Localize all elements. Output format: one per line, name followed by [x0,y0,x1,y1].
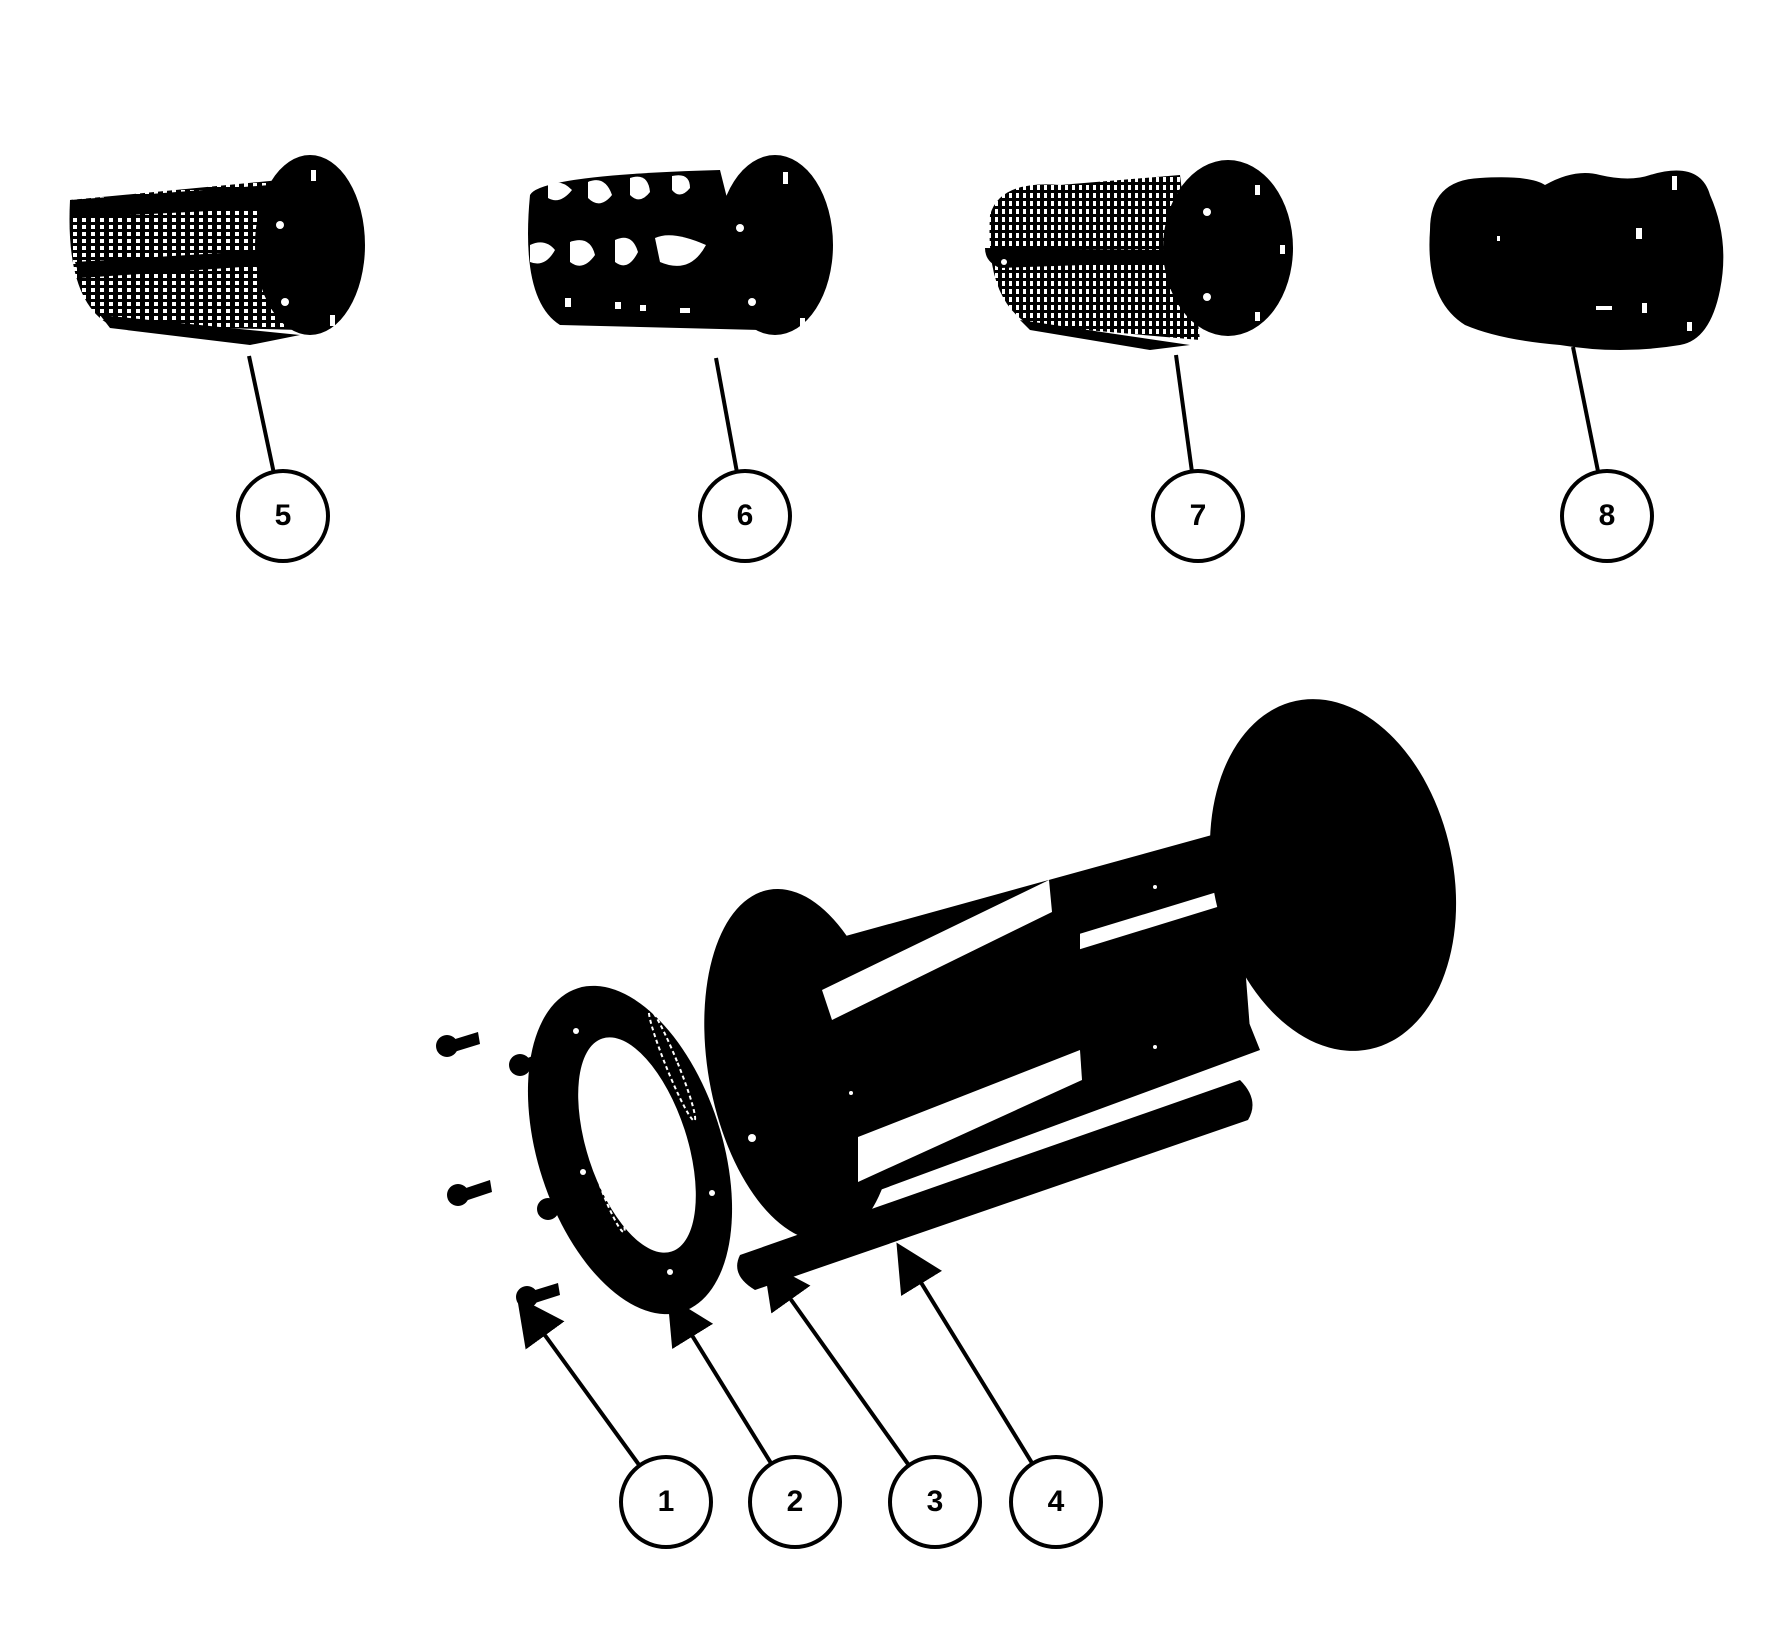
part-7-cylinder-screen [985,160,1293,350]
callout-circle-3 [888,1455,982,1549]
callout-circle-1 [619,1455,713,1549]
callout-circle-6 [698,469,792,563]
screw-icon [509,1050,550,1076]
part-4-cage-body [704,699,1457,1242]
callout-number-3: 3 [926,1485,944,1518]
callout-number-1: 1 [657,1485,675,1518]
callout-number-8: 8 [1598,499,1616,532]
callout-circle-8 [1560,469,1654,563]
screw-icon [436,1032,480,1057]
part-8-cylinder-solid [1429,170,1724,350]
callout-leader-3 [763,1260,911,1467]
callout-leader-1 [516,1296,642,1467]
callout-circle-5 [236,469,330,563]
callout-number-5: 5 [274,499,292,532]
callout-circle-2 [748,1455,842,1549]
callout-circle-7 [1151,469,1245,563]
callout-leader-8 [1571,346,1601,473]
screw-icon [537,1196,574,1220]
callout-number-6: 6 [736,499,754,532]
screw-icon [516,1283,560,1308]
callouts [236,346,1654,1549]
callout-number-7: 7 [1189,499,1207,532]
callout-circle-4 [1009,1455,1103,1549]
screw-icon [447,1180,492,1206]
part-2-ring-flange [527,985,733,1315]
part-5-cylinder-screen [69,155,365,345]
part-3-rod [737,1080,1253,1290]
callout-leader-6 [714,357,739,473]
callout-leader-7 [1174,354,1194,472]
callout-number-4: 4 [1047,1485,1065,1518]
callout-number-2: 2 [786,1485,804,1518]
callout-leader-4 [896,1242,1035,1465]
callout-leader-5 [247,355,276,473]
part-6-cylinder-screen [528,155,833,335]
callout-leader-2 [667,1295,774,1465]
